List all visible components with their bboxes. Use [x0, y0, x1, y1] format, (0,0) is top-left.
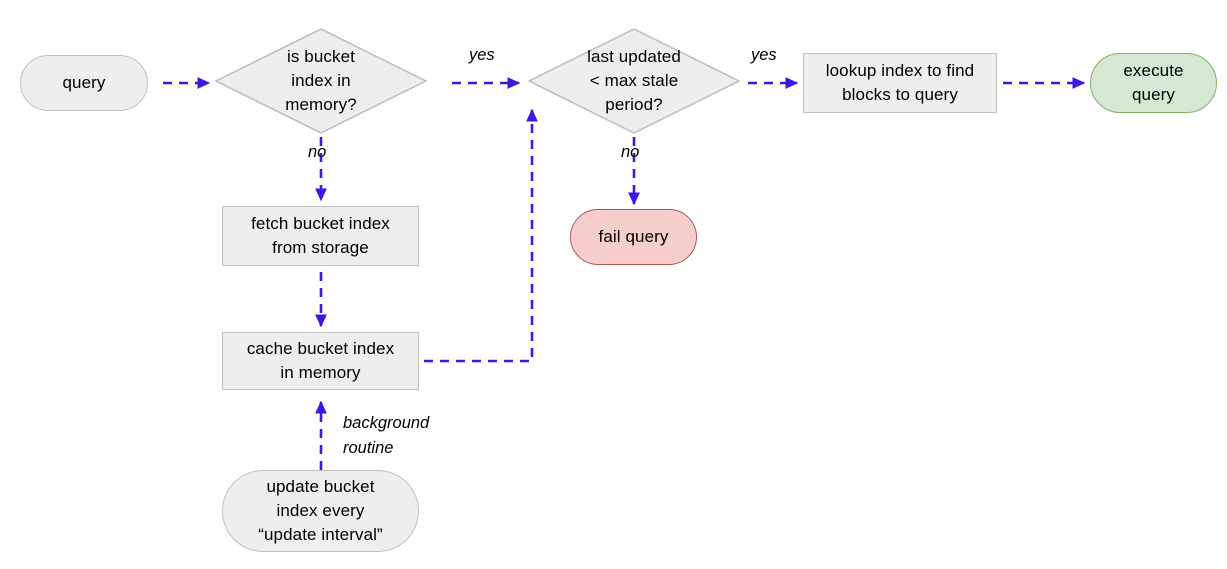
- edge-label-yes-2: yes: [751, 46, 777, 64]
- edge-label-no-2: no: [621, 143, 640, 161]
- node-last-updated-max-stale-period[interactable]: last updated < max stale period?: [528, 28, 740, 134]
- node-fail-query[interactable]: fail query: [570, 209, 697, 265]
- node-fetch-bucket-index[interactable]: fetch bucket index from storage: [222, 206, 419, 266]
- edge-cache-to-decision2: [424, 108, 538, 363]
- edge-label-no-1: no: [308, 143, 327, 161]
- edge-label-yes-1: yes: [469, 46, 495, 64]
- node-query[interactable]: query: [20, 55, 148, 111]
- node-execute-query-label: execute query: [1123, 61, 1184, 104]
- diamond-shape-icon: [215, 28, 427, 134]
- node-cache-bucket-index-label: cache bucket index in memory: [246, 339, 395, 382]
- node-query-label: query: [62, 73, 106, 92]
- node-fetch-bucket-index-label: fetch bucket index from storage: [251, 214, 390, 257]
- node-update-bucket-index[interactable]: update bucket index every “update interv…: [222, 470, 419, 552]
- edge-label-background-routine: background routine: [343, 414, 430, 457]
- node-update-bucket-index-label: update bucket index every “update interv…: [258, 477, 383, 544]
- node-lookup-index-label: lookup index to find blocks to query: [825, 61, 975, 104]
- node-is-bucket-index-in-memory-label: is bucket index in memory?: [285, 47, 357, 114]
- node-is-bucket-index-in-memory[interactable]: is bucket index in memory?: [215, 28, 427, 134]
- diamond-shape-icon: [528, 28, 740, 134]
- node-cache-bucket-index[interactable]: cache bucket index in memory: [222, 332, 419, 390]
- node-execute-query[interactable]: execute query: [1090, 53, 1217, 113]
- node-lookup-index[interactable]: lookup index to find blocks to query: [803, 53, 997, 113]
- node-fail-query-label: fail query: [598, 227, 669, 246]
- node-last-updated-max-stale-period-label: last updated < max stale period?: [587, 47, 681, 114]
